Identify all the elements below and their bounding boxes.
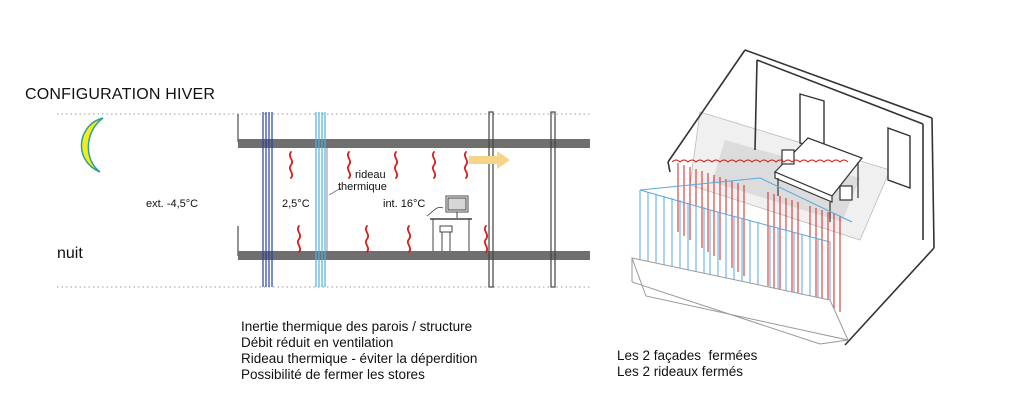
iso-walls xyxy=(667,49,935,346)
inner-facade xyxy=(315,112,326,287)
heat-wave-icon xyxy=(288,151,294,179)
curtain-leader xyxy=(328,187,342,196)
airflow-arrow-icon xyxy=(469,151,510,169)
columns xyxy=(488,111,556,288)
desk-computer-icon xyxy=(426,195,472,251)
heat-wave-icon xyxy=(393,151,399,179)
moon-icon xyxy=(80,117,104,173)
iso-note-item: Les 2 rideaux fermés xyxy=(617,364,744,379)
note-item: Possibilité de fermer les stores xyxy=(241,367,425,382)
isometric-room xyxy=(631,49,935,346)
notes-list: Inertie thermique des parois / structure… xyxy=(241,319,477,383)
guide-lines xyxy=(57,113,591,288)
heat-wave-icon xyxy=(483,225,489,253)
iso-notes-list: Les 2 façades fermées Les 2 rideaux ferm… xyxy=(617,348,757,380)
lower-slab xyxy=(238,251,590,260)
iso-note-item: Les 2 façades fermées xyxy=(617,348,758,363)
interior-temperature-label: int. 16°C xyxy=(383,198,426,210)
iso-table xyxy=(773,137,863,222)
curtain-label-line2: thermique xyxy=(338,181,387,193)
diagram-title: CONFIGURATION HIVER xyxy=(25,86,216,103)
buffer-temperature-label: 2,5°C xyxy=(282,198,310,210)
heat-wave-icon xyxy=(296,225,302,253)
note-item: Débit réduit en ventilation xyxy=(241,335,394,350)
heat-waves xyxy=(288,151,489,253)
note-item: Rideau thermique - éviter la déperdition xyxy=(241,351,478,366)
heat-wave-icon xyxy=(406,225,412,253)
exterior-temperature-label: ext. -4,5°C xyxy=(146,198,199,210)
outer-facade xyxy=(262,112,273,287)
heat-wave-icon xyxy=(346,151,352,179)
note-item: Inertie thermique des parois / structure xyxy=(241,319,473,334)
heat-wave-icon xyxy=(463,151,469,179)
iso-balcony xyxy=(631,257,849,345)
heat-wave-icon xyxy=(364,225,370,253)
thermal-curtain xyxy=(326,148,328,251)
curtain-label-line1: rideau xyxy=(355,169,386,181)
heat-wave-icon xyxy=(431,151,437,179)
period-label: nuit xyxy=(57,245,83,262)
upper-slab xyxy=(238,139,590,148)
